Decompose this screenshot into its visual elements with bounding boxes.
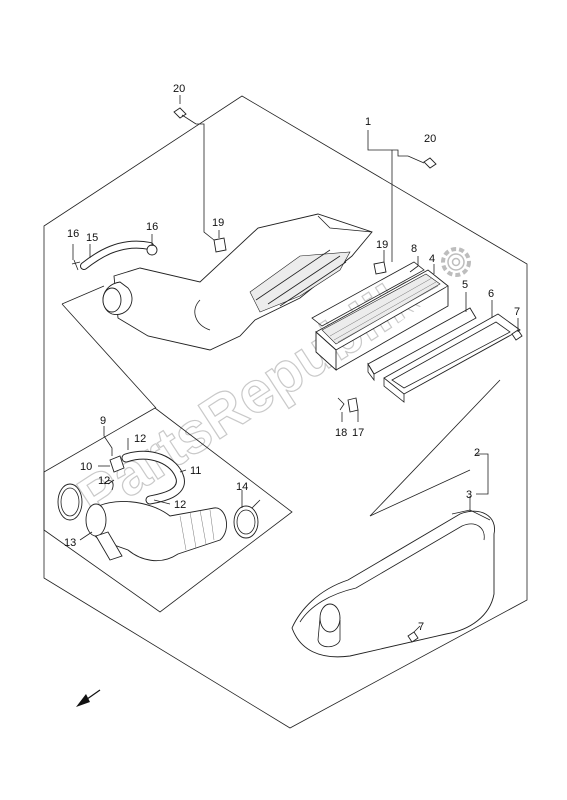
direction-arrow-icon — [76, 689, 101, 707]
grommet-19-left — [213, 237, 227, 253]
callout-4: 4 — [429, 253, 435, 265]
callout-1: 1 — [365, 116, 371, 128]
callout-2: 2 — [474, 447, 480, 459]
gear-icon — [441, 247, 471, 277]
callout-15: 15 — [86, 232, 98, 244]
callout-17: 17 — [352, 427, 364, 439]
callout-12-low: 12 — [174, 499, 186, 511]
callout-19-right: 19 — [376, 239, 388, 251]
leader-main-to-subgroup — [61, 303, 157, 409]
grommet-19-right — [373, 261, 387, 275]
screw-7-bottom — [407, 631, 419, 643]
intake-subgroup-outline — [43, 407, 293, 613]
screw-7-top — [511, 329, 523, 341]
callout-8: 8 — [411, 243, 417, 255]
filter-gasket — [383, 313, 521, 403]
air-cleaner-case — [102, 213, 373, 351]
callout-12-top: 12 — [134, 433, 146, 445]
callout-13: 13 — [64, 537, 76, 549]
callout-9: 9 — [100, 415, 106, 427]
hose-clip-left — [71, 259, 81, 271]
air-cleaner-cover — [291, 509, 495, 658]
callout-20-top-left: 20 — [173, 83, 185, 95]
callout-14: 14 — [236, 481, 248, 493]
callout-labels: 20 20 1 16 15 16 19 19 8 4 5 6 7 18 17 9… — [64, 83, 520, 633]
elbow-fitting — [103, 455, 125, 491]
callout-18: 18 — [335, 427, 347, 439]
drain-plug — [337, 397, 359, 413]
callout-19-left: 19 — [212, 217, 224, 229]
hose-clip-right — [146, 244, 158, 256]
callout-5: 5 — [462, 279, 468, 291]
callout-7-bottom: 7 — [418, 621, 424, 633]
hose-clamp-left — [57, 483, 83, 521]
callout-3: 3 — [466, 489, 472, 501]
callout-20-top-right: 20 — [424, 133, 436, 145]
callout-6: 6 — [488, 288, 494, 300]
hose-clamp-right — [233, 499, 261, 539]
leader-lines — [72, 95, 519, 633]
screw-20-right — [407, 155, 437, 169]
callout-12-mid: 12 — [98, 475, 110, 487]
leader-cover-left — [369, 469, 471, 517]
callout-11: 11 — [190, 465, 201, 477]
filter-seal — [311, 261, 425, 327]
callout-16-left: 16 — [67, 228, 79, 240]
screw-20-left — [173, 107, 197, 125]
callout-10: 10 — [80, 461, 92, 473]
leader-main-2 — [61, 285, 105, 305]
leader-cover-right — [369, 379, 501, 517]
filter-element — [315, 269, 449, 372]
callout-16-right: 16 — [146, 221, 158, 233]
callout-7-top: 7 — [514, 306, 520, 318]
kit-outline — [43, 95, 528, 729]
intake-duct — [85, 501, 227, 562]
